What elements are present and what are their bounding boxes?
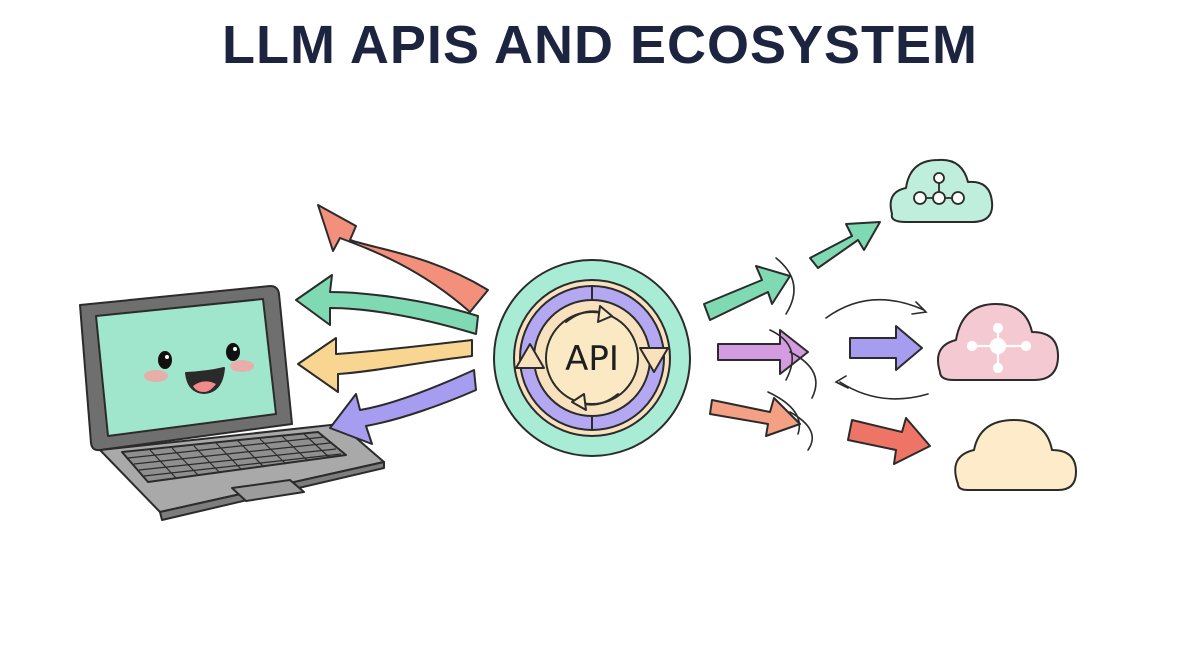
network-cloud-icon: [889, 158, 994, 223]
page-title: LLM APIS AND ECOSYSTEM: [221, 15, 979, 75]
mint-out-arrow: [703, 265, 791, 321]
mint-up-arrow: [809, 221, 881, 269]
smiley-face: [144, 343, 254, 394]
purple-arrow: [329, 369, 477, 445]
api-label: API: [565, 339, 619, 379]
orange-out-arrow: [709, 397, 801, 437]
api-hub-icon: API: [493, 259, 691, 457]
purple-right-arrow: [849, 325, 923, 371]
hub-cloud-icon: [937, 303, 1059, 381]
pink-out-arrow: [717, 329, 809, 375]
coral-arrow: [317, 204, 489, 313]
keyboard: [121, 431, 347, 502]
trackpad: [231, 479, 305, 502]
mint-arrow: [295, 274, 479, 335]
response-arrows: [703, 221, 931, 465]
request-arrows: [295, 204, 489, 445]
red-right-arrow: [847, 417, 931, 465]
laptop-icon: [79, 285, 385, 521]
yellow-arrow: [297, 337, 473, 393]
cloud-icon: [954, 419, 1077, 491]
laptop-screen: [95, 298, 277, 437]
flow-curves: [767, 257, 929, 451]
